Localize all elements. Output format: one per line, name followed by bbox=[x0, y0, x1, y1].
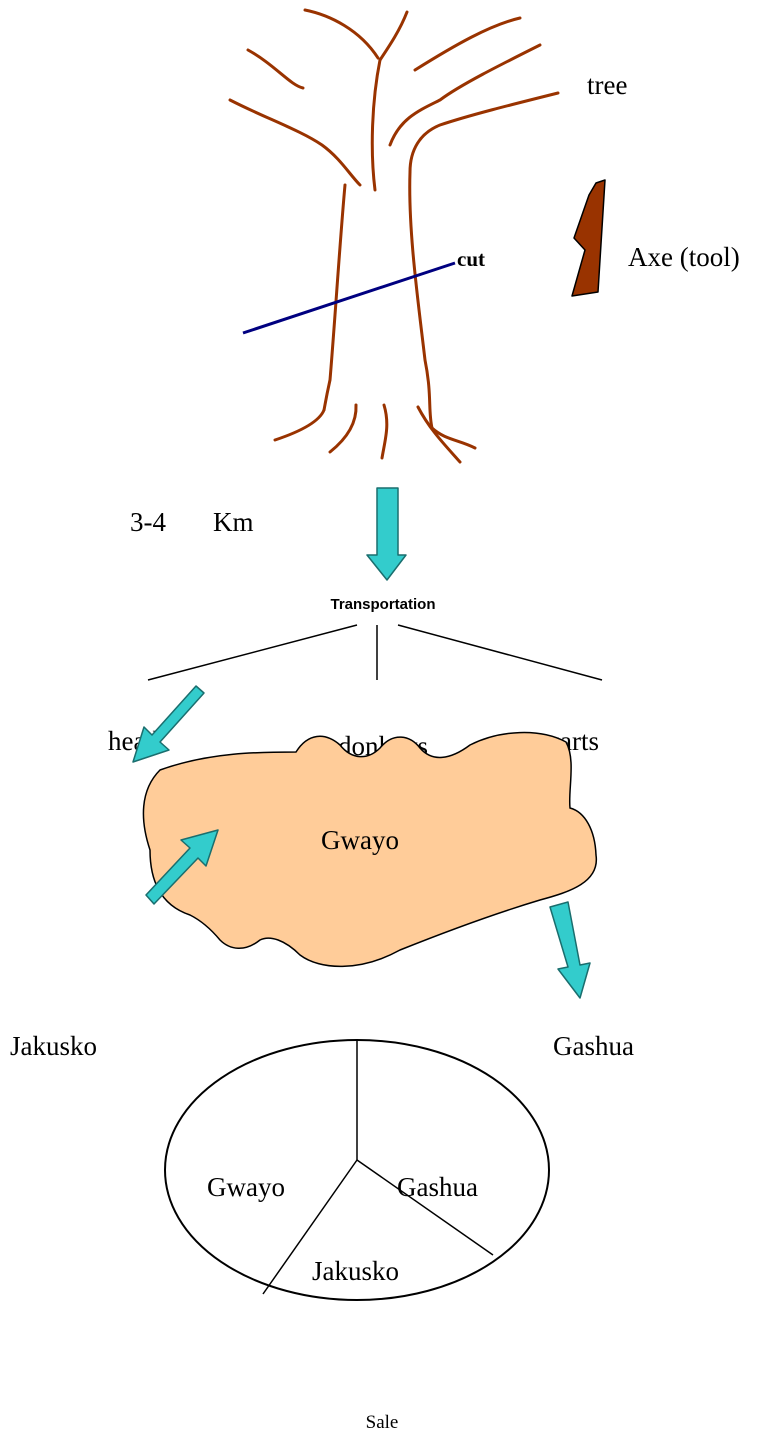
arrow-to-jakusko-icon bbox=[133, 686, 204, 762]
sale-section-jakusko: Jakusko bbox=[312, 1256, 399, 1286]
jakusko-label: Jakusko bbox=[10, 1031, 97, 1061]
gwayo-region-label: Gwayo bbox=[321, 825, 399, 855]
transport-line-left bbox=[148, 625, 357, 680]
axe-icon bbox=[572, 180, 605, 296]
sale-ellipse: Gwayo Gashua Jakusko bbox=[165, 1040, 549, 1300]
tree-label: tree bbox=[587, 70, 627, 100]
sale-caption: Sale bbox=[366, 1412, 399, 1433]
tree-drawing bbox=[230, 10, 558, 462]
down-arrow-icon bbox=[367, 488, 406, 580]
axe-label: Axe (tool) bbox=[628, 242, 740, 272]
arrow-to-gashua-icon bbox=[550, 902, 590, 998]
distance-number: 3-4 bbox=[130, 507, 166, 537]
gashua-label: Gashua bbox=[553, 1031, 634, 1061]
sale-section-gashua: Gashua bbox=[397, 1172, 478, 1202]
cut-label: cut bbox=[457, 247, 485, 271]
distance-unit: Km bbox=[213, 507, 254, 537]
transport-line-right bbox=[398, 625, 602, 680]
sale-section-gwayo: Gwayo bbox=[207, 1172, 285, 1202]
cut-line bbox=[243, 263, 455, 333]
transportation-heading: Transportation bbox=[330, 596, 435, 613]
